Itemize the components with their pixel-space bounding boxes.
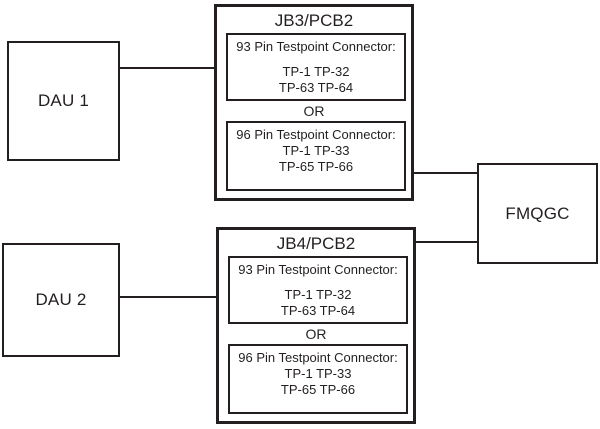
jb3-93pin-header: 93 Pin Testpoint Connector: xyxy=(236,39,396,54)
jb3-title: JB3/PCB2 xyxy=(274,11,354,30)
jb4-box: JB4/PCB2 93 Pin Testpoint Connector: TP-… xyxy=(216,227,416,424)
jb3-96pin-box: 96 Pin Testpoint Connector: TP-1 TP-33 T… xyxy=(226,121,406,191)
jb4-93pin-box: 93 Pin Testpoint Connector: TP-1 TP-32 T… xyxy=(228,256,408,324)
dau2-label: DAU 2 xyxy=(35,290,87,309)
jb3-96pin-tp-row-1: TP-1 TP-33 xyxy=(282,143,350,158)
jb4-96pin-tp-row-2: TP-65 TP-66 xyxy=(280,382,356,397)
jb4-96pin-header: 96 Pin Testpoint Connector: xyxy=(238,350,398,365)
dau1-box: DAU 1 xyxy=(7,41,120,161)
jb4-or-label: OR xyxy=(305,326,327,342)
jb3-96pin-header: 96 Pin Testpoint Connector: xyxy=(236,127,396,142)
jb4-96pin-box: 96 Pin Testpoint Connector: TP-1 TP-33 T… xyxy=(228,344,408,414)
connector-line-dau1-jb3 xyxy=(119,67,215,69)
fmqgc-label: FMQGC xyxy=(505,203,570,223)
connector-line-jb4-fmqgc xyxy=(414,241,478,243)
jb4-93pin-tp-row-2: TP-63 TP-64 xyxy=(280,303,356,318)
jb3-93pin-box: 93 Pin Testpoint Connector: TP-1 TP-32 T… xyxy=(226,33,406,101)
connector-line-dau2-jb4 xyxy=(119,296,217,298)
jb4-93pin-tp-row-1: TP-1 TP-32 xyxy=(284,287,352,302)
jb3-96pin-tp-row-2: TP-65 TP-66 xyxy=(278,159,354,174)
jb3-93pin-tp-row-2: TP-63 TP-64 xyxy=(278,80,354,95)
dau2-box: DAU 2 xyxy=(2,243,120,357)
fmqgc-box: FMQGC xyxy=(477,163,598,264)
jb3-box: JB3/PCB2 93 Pin Testpoint Connector: TP-… xyxy=(214,4,414,201)
jb4-title: JB4/PCB2 xyxy=(276,234,356,253)
jb4-96pin-tp-row-1: TP-1 TP-33 xyxy=(284,366,352,381)
dau1-label: DAU 1 xyxy=(37,91,90,110)
connector-line-jb3-fmqgc xyxy=(412,172,478,174)
jb3-or-label: OR xyxy=(303,103,325,119)
jb4-93pin-header: 93 Pin Testpoint Connector: xyxy=(238,262,398,277)
jb3-93pin-tp-row-1: TP-1 TP-32 xyxy=(282,64,350,79)
